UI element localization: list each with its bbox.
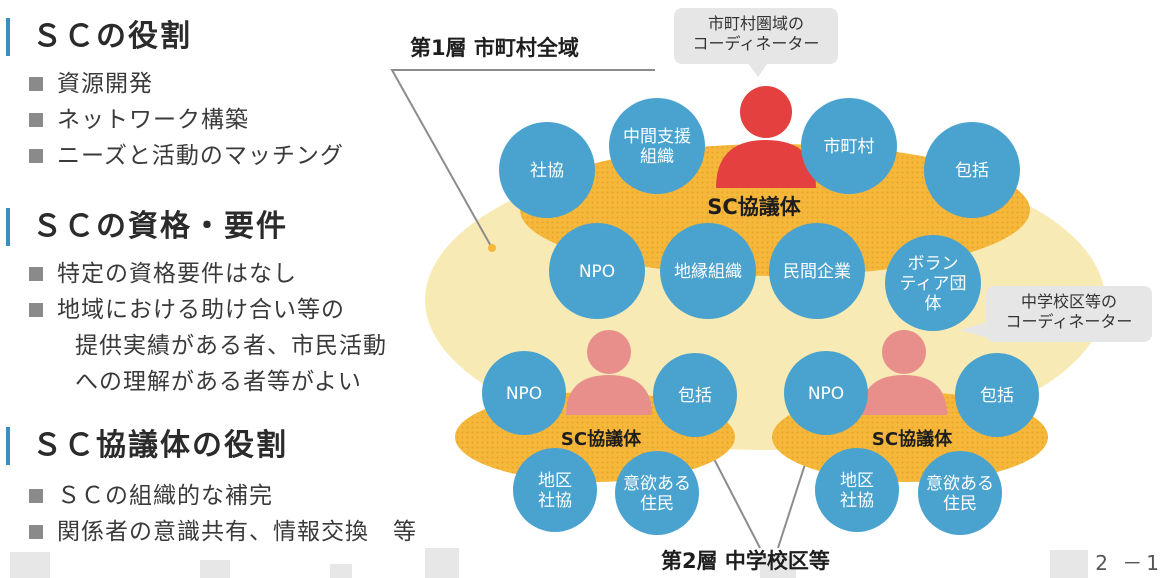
- bubble-line: コーディネーター: [1005, 312, 1133, 331]
- layer2-label: 第2層 中学校区等: [661, 549, 830, 573]
- heading-sc-qualification: ＳＣの資格・要件: [6, 208, 288, 246]
- sc-role-list: 資源開発 ネットワーク構築 ニーズと活動のマッチング: [27, 66, 344, 174]
- building-silhouette: [760, 556, 796, 578]
- list-item: への理解がある者等がよい: [75, 369, 362, 395]
- list-item: 資源開発: [27, 66, 344, 102]
- list-item: 関係者の意識共有、情報交換 等: [27, 514, 417, 550]
- bubble-line: コーディネーター: [692, 34, 820, 53]
- member-circle: [885, 235, 981, 331]
- member-label: 意欲ある住民: [926, 474, 994, 514]
- member-label: NPO: [808, 384, 844, 404]
- layer1-label: 第1層 市町村全域: [410, 36, 579, 60]
- member-circle: [482, 351, 566, 435]
- list-item: 特定の資格要件はなし: [27, 256, 387, 292]
- member-label: 包括: [980, 386, 1014, 406]
- member-label: NPO: [506, 384, 542, 404]
- sc-qualification-list: 特定の資格要件はなし 地域における助け合い等の 提供実績がある者、市民活動 への…: [27, 256, 387, 400]
- member-circle: [918, 451, 1002, 535]
- bubble-pointer: [748, 63, 768, 77]
- heading-council-role: ＳＣ協議体の役割: [6, 427, 288, 465]
- layer2-leader-line: [711, 454, 761, 549]
- member-circle: [955, 353, 1039, 437]
- list-item: ニーズと活動のマッチング: [27, 138, 344, 174]
- member-label: 包括: [955, 161, 989, 181]
- member-circle: [615, 451, 699, 535]
- bubble-pointer: [960, 322, 988, 338]
- member-label: 地縁組織: [674, 262, 742, 282]
- city-coordinator-bubble: 市町村圏域の コーディネーター: [674, 8, 838, 64]
- left-council-title: SC協議体: [561, 428, 642, 450]
- member-circle: [549, 223, 645, 319]
- member-label: 市町村: [824, 137, 875, 157]
- building-silhouette: [10, 552, 50, 578]
- building-silhouette: [1050, 550, 1088, 578]
- layer2-leader-line: [777, 454, 809, 549]
- bubble-line: 中学校区等の: [1020, 292, 1117, 311]
- member-label: 民間企業: [783, 262, 851, 282]
- page-number: 2 －1: [1095, 551, 1163, 575]
- member-circle: [499, 122, 595, 218]
- left-person-icon: [566, 330, 652, 415]
- council-role-list: ＳＣの組織的な補完 関係者の意識共有、情報交換 等: [27, 478, 417, 550]
- member-circle: [513, 448, 597, 532]
- member-circle: [609, 98, 705, 194]
- member-label: NPO: [579, 262, 615, 282]
- leader-dot: [488, 244, 496, 252]
- member-label: 包括: [678, 386, 712, 406]
- member-circle: [924, 122, 1020, 218]
- list-item: 地域における助け合い等の: [27, 292, 387, 328]
- member-label: ボランティア団体: [900, 254, 967, 314]
- heading-sc-role: ＳＣの役割: [6, 18, 192, 56]
- school-district-coordinator-bubble: 中学校区等の コーディネーター: [986, 286, 1152, 342]
- member-circle: [660, 223, 756, 319]
- member-label: 社協: [530, 161, 564, 181]
- list-item: ネットワーク構築: [27, 102, 344, 138]
- list-item: ＳＣの組織的な補完: [27, 478, 417, 514]
- member-label: 中間支援組織: [623, 127, 691, 167]
- member-label: 意欲ある住民: [623, 474, 691, 514]
- building-silhouette: [330, 564, 352, 578]
- top-council-title: SC協議体: [707, 195, 802, 219]
- member-label: 地区社協: [538, 471, 572, 511]
- right-council-title: SC協議体: [872, 428, 953, 450]
- top-person-icon: [716, 86, 816, 188]
- member-circle: [769, 223, 865, 319]
- member-label: 地区社協: [840, 471, 874, 511]
- member-circle: [801, 98, 897, 194]
- list-item: 提供実績がある者、市民活動: [75, 333, 387, 359]
- building-silhouette: [425, 548, 459, 578]
- member-circle: [815, 448, 899, 532]
- layer1-leader-line: [390, 69, 655, 249]
- member-circle: [653, 353, 737, 437]
- right-person-icon: [861, 330, 947, 415]
- bubble-line: 市町村圏域の: [707, 14, 804, 33]
- building-silhouette: [200, 560, 230, 578]
- member-circle: [784, 351, 868, 435]
